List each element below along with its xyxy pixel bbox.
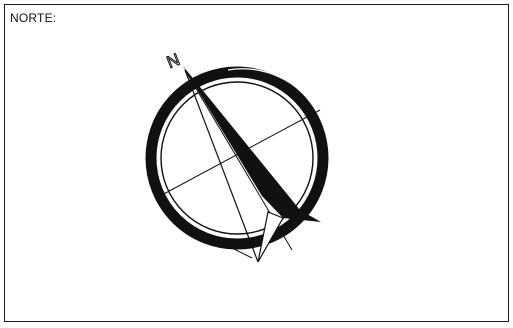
compass-north-letter: N (164, 50, 183, 72)
compass-crosshair-line-secondary (232, 248, 252, 258)
